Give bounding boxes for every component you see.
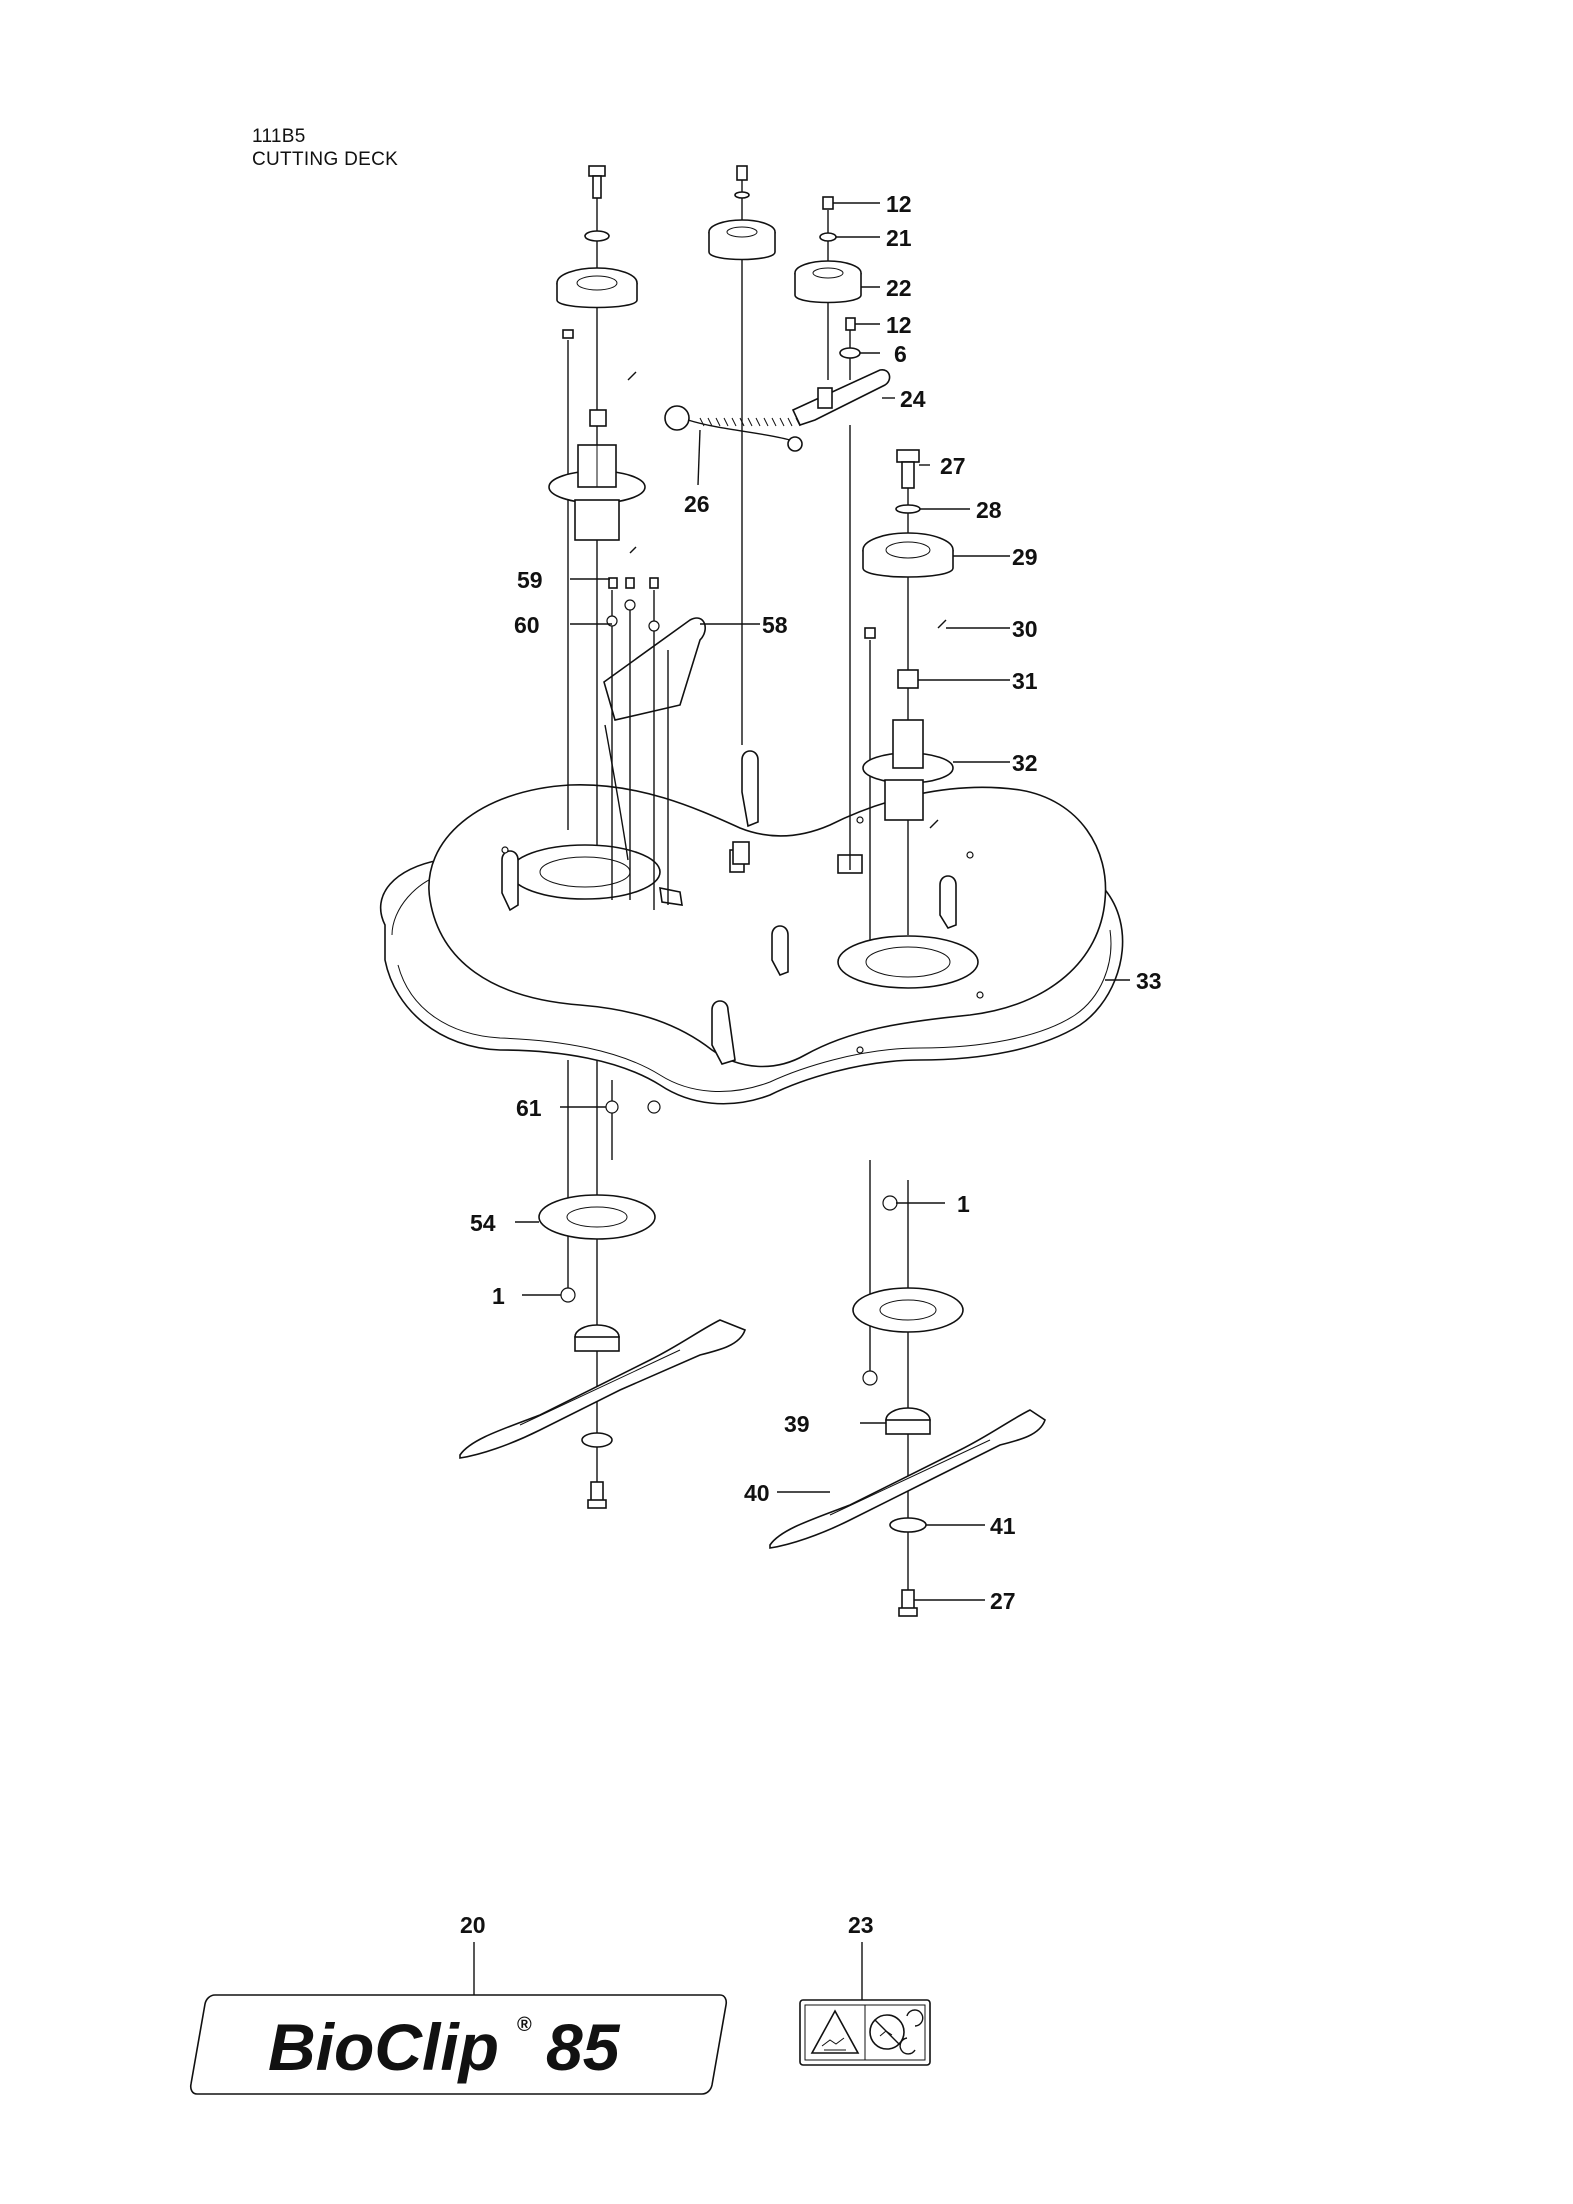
callout-26: 26: [684, 491, 710, 517]
callout-32: 32: [1012, 750, 1038, 776]
callout-59: 59: [517, 567, 543, 593]
no-entry-rotating-icon: [869, 2009, 924, 2055]
cutting-deck: [379, 750, 1124, 1105]
left-spindle-assembly: [548, 165, 646, 845]
warning-decal-icon: [810, 2009, 860, 2054]
callout-21: 21: [886, 225, 912, 251]
callout-23: 23: [848, 1912, 874, 1938]
callout-6: 6: [894, 341, 907, 367]
tension-arm-assembly: [791, 196, 891, 870]
callout-31: 31: [1012, 668, 1038, 694]
callout-24: 24: [900, 386, 926, 412]
decal-model-text: 85: [546, 2010, 621, 2084]
callout-1-right: 1: [957, 1191, 970, 1217]
callout-labels: 12 21 22 12 6 24 26 27 28 29 59 58 60 30…: [460, 191, 1162, 1938]
callout-22: 22: [886, 275, 912, 301]
callout-54: 54: [470, 1210, 496, 1236]
callout-33: 33: [1136, 968, 1162, 994]
callout-27-top: 27: [940, 453, 966, 479]
right-spindle-assembly: [862, 449, 954, 940]
right-blade-assembly: [769, 1160, 1046, 1617]
callout-41: 41: [990, 1513, 1016, 1539]
callout-27-bottom: 27: [990, 1588, 1016, 1614]
diagram-code: 111B5: [252, 126, 306, 147]
callout-61: 61: [516, 1095, 542, 1121]
bioclip-decal: BioClip ® 85: [189, 1994, 728, 2095]
callout-12-top: 12: [886, 191, 912, 217]
callout-60: 60: [514, 612, 540, 638]
diagram-title: CUTTING DECK: [252, 149, 399, 170]
decal-registered-mark: ®: [517, 2014, 532, 2036]
center-idler-assembly: [664, 165, 803, 865]
callout-1-left: 1: [492, 1283, 505, 1309]
callout-39: 39: [784, 1411, 810, 1437]
callout-20: 20: [460, 1912, 486, 1938]
callout-30: 30: [1012, 616, 1038, 642]
callout-28: 28: [976, 497, 1002, 523]
callout-58: 58: [762, 612, 788, 638]
warning-decal: [799, 1999, 931, 2066]
callout-29: 29: [1012, 544, 1038, 570]
decal-brand-text: BioClip: [268, 2010, 499, 2084]
callout-40: 40: [744, 1480, 770, 1506]
left-blade-assembly: [459, 1060, 746, 1509]
leader-lines: [473, 202, 1130, 2000]
callout-12-lower: 12: [886, 312, 912, 338]
